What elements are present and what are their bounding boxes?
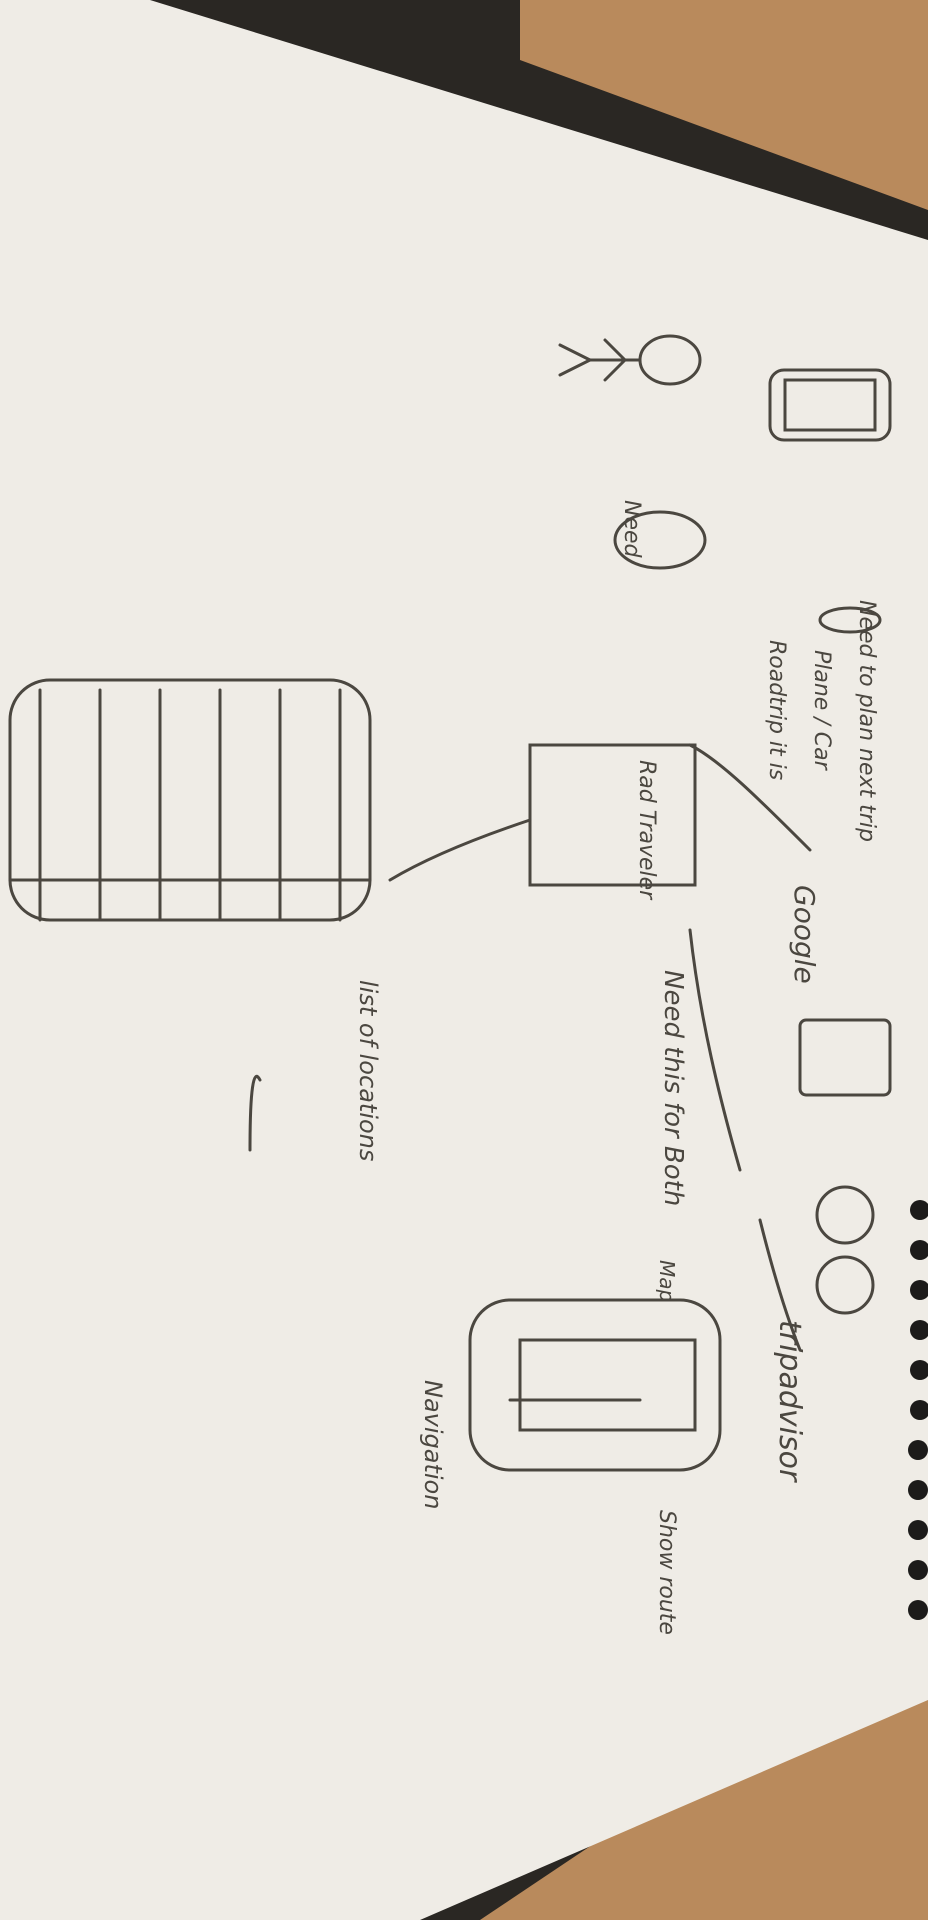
person-sketch-icon bbox=[558, 334, 702, 386]
spiral-rings bbox=[908, 1200, 928, 1620]
desk-wood-top bbox=[520, 0, 928, 210]
list-locations-label: list of locations bbox=[354, 980, 382, 1161]
locations-list-sketch bbox=[8, 678, 372, 922]
need-note: Need bbox=[619, 500, 644, 559]
rad-traveler-label: Rad Traveler bbox=[634, 760, 659, 901]
roadtrip-note: Roadtrip it is bbox=[764, 640, 789, 780]
navigation-label: Navigation bbox=[419, 1380, 447, 1509]
google-maps-icon bbox=[798, 1018, 892, 1097]
need-both-label: Need this for Both bbox=[658, 970, 688, 1206]
phone-sketch-icon bbox=[768, 368, 892, 442]
tripadvisor-label: tripadvisor bbox=[772, 1320, 807, 1483]
google-label: Google bbox=[788, 885, 821, 984]
tripadvisor-owl-icon bbox=[815, 1185, 875, 1315]
plane-car-note: Plane / Car bbox=[809, 650, 834, 772]
map-phone-sketch bbox=[468, 1298, 722, 1472]
need-to-plan-note: Need to plan next trip bbox=[854, 600, 879, 842]
show-route-label: Show route bbox=[654, 1510, 679, 1635]
map-label: Map bbox=[655, 1260, 679, 1302]
rad-traveler-box bbox=[528, 743, 697, 887]
